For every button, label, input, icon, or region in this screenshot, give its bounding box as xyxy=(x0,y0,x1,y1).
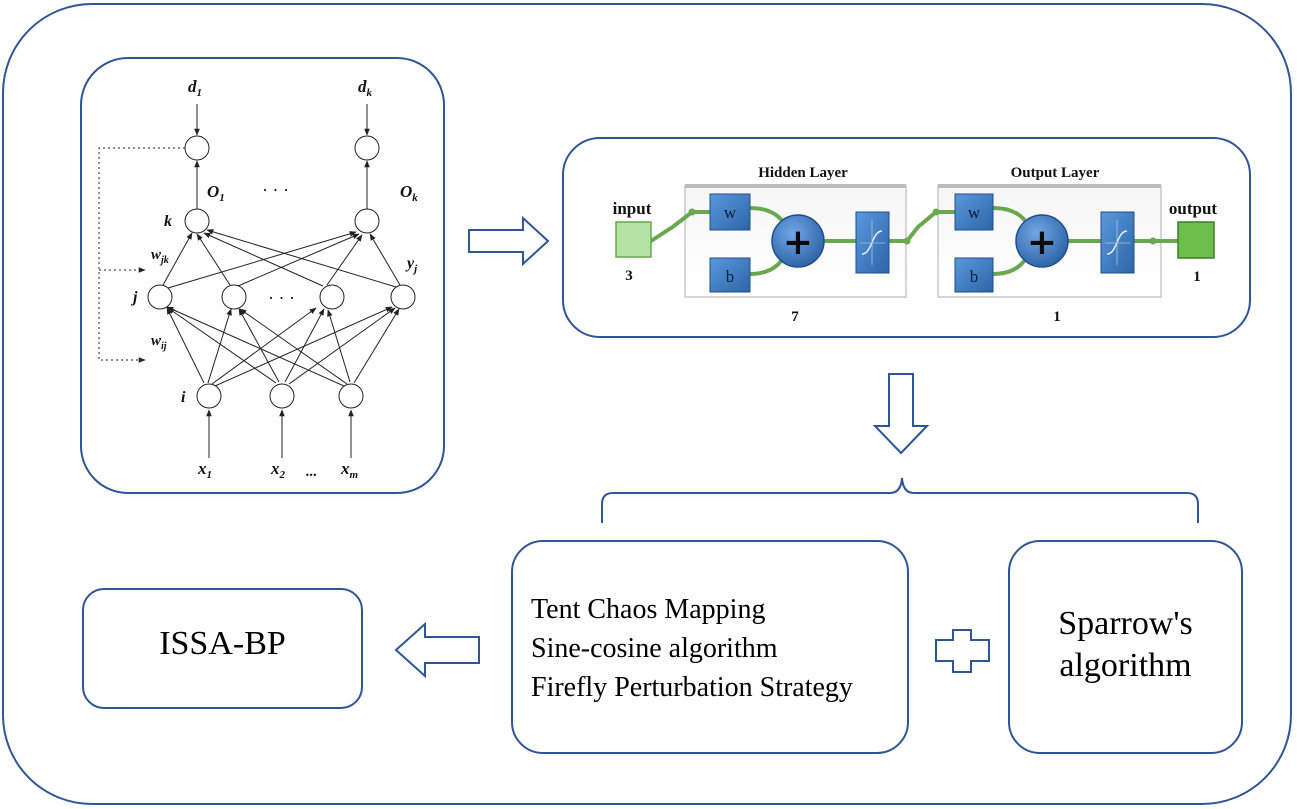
issa-bp-box xyxy=(82,588,363,709)
issa-bp-label: ISSA-BP xyxy=(159,625,286,662)
sparrow-label: Sparrow's algorithm xyxy=(1008,603,1243,687)
plus-icon xyxy=(935,629,990,673)
strategy-item: Sine-cosine algorithm xyxy=(531,633,778,664)
strategies-box xyxy=(511,540,909,754)
matlab-net xyxy=(615,184,1215,298)
svg-text:O1: O1 xyxy=(207,182,225,204)
feedback-dotted xyxy=(98,147,185,363)
svg-text:b: b xyxy=(726,267,735,286)
hidden-sum-node xyxy=(771,214,825,268)
svg-text:output: output xyxy=(1169,199,1218,218)
svg-text:...: ... xyxy=(306,464,317,480)
svg-text:wjk: wjk xyxy=(151,247,169,266)
svg-text:k: k xyxy=(164,213,172,230)
svg-text:j: j xyxy=(130,289,138,306)
neuron-i1 xyxy=(196,383,222,409)
svg-text:input: input xyxy=(613,199,652,218)
neuron-ok xyxy=(354,135,380,161)
svg-text:x2: x2 xyxy=(270,459,286,481)
neuron-j1 xyxy=(147,284,173,310)
svg-text:i: i xyxy=(181,389,186,406)
hidden-weight-block xyxy=(709,193,751,231)
bp-network-graph xyxy=(98,104,401,458)
output-bias-block xyxy=(954,257,994,293)
matlab-labels: input 3 Hidden Layer 7 Output Layer 1 ou… xyxy=(613,165,1218,325)
output-weight-block xyxy=(954,193,994,231)
left-arrow-icon xyxy=(394,621,480,679)
output-ellipsis: · · · xyxy=(262,180,289,200)
ij-connections xyxy=(166,306,400,387)
hidden-bias-block xyxy=(709,257,751,293)
neuron-j2 xyxy=(221,284,247,310)
input-node xyxy=(615,221,652,258)
svg-text:+: + xyxy=(783,222,813,263)
jk-connections xyxy=(162,229,401,289)
bp-neurons xyxy=(147,135,416,409)
svg-text:xm: xm xyxy=(340,459,359,481)
svg-text:w: w xyxy=(968,203,981,222)
neuron-i3 xyxy=(338,383,364,409)
hidden-ellipsis: · · · xyxy=(268,288,295,308)
output-sum-node xyxy=(1015,214,1069,268)
down-arrow-icon xyxy=(872,373,930,455)
svg-text:+: + xyxy=(1027,222,1057,263)
sparrow-line-1: Sparrow's xyxy=(1058,605,1193,642)
svg-text:b: b xyxy=(970,267,979,286)
svg-text:yj: yj xyxy=(405,255,418,275)
strategy-item: Tent Chaos Mapping xyxy=(531,594,766,625)
neuron-j3 xyxy=(319,284,345,310)
bp-labels: d1 dk O1 Ok k j i wjk wij yj x1 x2 xm ..… xyxy=(130,77,418,481)
svg-text:w: w xyxy=(724,203,737,222)
svg-text:Ok: Ok xyxy=(400,182,418,204)
svg-text:dk: dk xyxy=(358,77,373,99)
right-arrow-icon xyxy=(468,215,550,267)
svg-text:wij: wij xyxy=(151,333,167,352)
brace-icon xyxy=(601,477,1199,523)
svg-text:d1: d1 xyxy=(188,77,202,99)
sparrow-box xyxy=(1008,540,1243,754)
neuron-k2 xyxy=(354,208,380,234)
svg-text:1: 1 xyxy=(1053,309,1061,325)
neuron-k1 xyxy=(184,208,210,234)
strategy-item: Firefly Perturbation Strategy xyxy=(531,672,853,703)
svg-text:7: 7 xyxy=(791,309,799,325)
svg-text:Output Layer: Output Layer xyxy=(1011,165,1100,181)
svg-text:3: 3 xyxy=(625,268,633,284)
neuron-i2 xyxy=(269,383,295,409)
svg-text:1: 1 xyxy=(1193,269,1201,285)
svg-text:x1: x1 xyxy=(197,459,212,481)
sparrow-line-2: algorithm xyxy=(1059,647,1192,684)
output-node xyxy=(1177,221,1215,259)
neuron-j4 xyxy=(390,284,416,310)
neuron-o1 xyxy=(184,135,210,161)
svg-text:Hidden Layer: Hidden Layer xyxy=(758,165,848,181)
strategy-list: Tent Chaos Mapping Sine-cosine algorithm… xyxy=(531,590,853,707)
